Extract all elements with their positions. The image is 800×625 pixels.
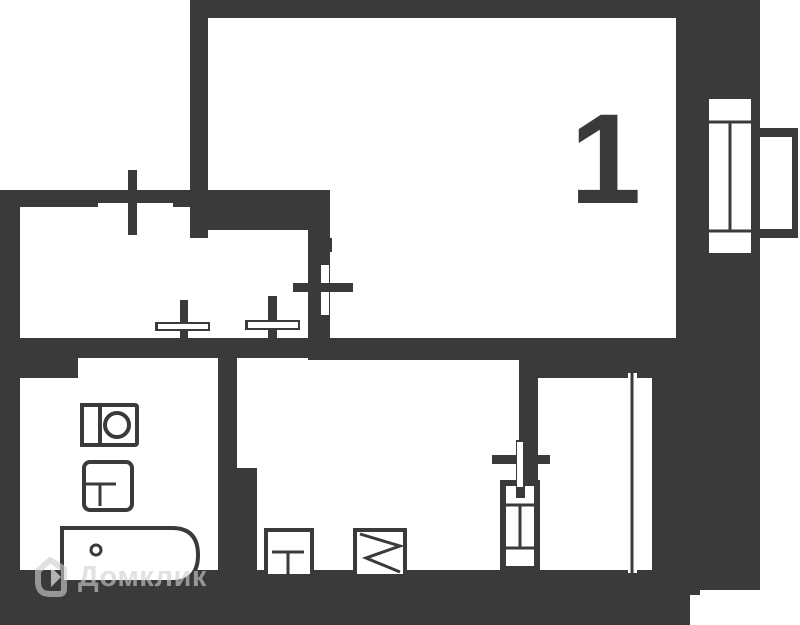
- stove-burner-symbol: [359, 532, 405, 574]
- wall-hallway-top-step2: [190, 190, 208, 238]
- door-kitchen: [245, 296, 300, 354]
- door-hallway-left: [98, 170, 173, 235]
- wall-livingroom-left: [190, 0, 208, 192]
- living-room-area-label: [408, 175, 500, 215]
- wall-bathroom-kitchen: [218, 350, 237, 587]
- toilet-bowl: [103, 411, 131, 439]
- kitchen-sink-fixture: [264, 528, 314, 578]
- wall-left-outer: [0, 190, 20, 625]
- door-kitchen-gap: [248, 322, 298, 328]
- wall-livingroom-step: [308, 238, 332, 252]
- hallway-interior-left: [18, 207, 190, 338]
- toilet-fixture: [80, 403, 139, 447]
- toilet-tank: [80, 403, 102, 447]
- wall-kitchen-nook: [237, 468, 257, 587]
- room-number-label: 1: [570, 88, 642, 231]
- balcony-outer-interior: [760, 137, 792, 229]
- wall-right-kitchen: [652, 358, 676, 590]
- door-openings: [98, 170, 550, 498]
- kitchen-fixtures: [264, 528, 407, 578]
- door-living-room: [293, 265, 353, 315]
- wall-right-outer: [676, 0, 700, 595]
- bathroom-sink-body: [82, 460, 134, 512]
- door-kitchen-balcony: [492, 440, 550, 498]
- bathtub-fixture: [60, 526, 201, 584]
- door-bathroom-gap: [158, 324, 208, 329]
- bathroom-sink-fixture: [82, 460, 134, 512]
- outside-area-topleft: [0, 0, 190, 190]
- stove-fixture: [353, 528, 407, 578]
- door-bathroom: [155, 300, 210, 355]
- bathtub-drain: [89, 543, 103, 557]
- wall-top-outer: [190, 0, 700, 18]
- bathtub-body: [60, 526, 201, 584]
- living-room-interior-lower: [330, 238, 695, 348]
- kitchen-area-label: [318, 448, 414, 492]
- bathroom-fixtures: [60, 403, 201, 584]
- door-kitchen-balcony-gap: [517, 442, 523, 487]
- wall-hallway-top-step: [190, 190, 330, 230]
- wall-livingroom-bottom: [308, 338, 678, 360]
- door-hallway-left-sill: [98, 196, 173, 203]
- door-living-room-swing: [293, 283, 353, 292]
- balcony: [700, 90, 798, 262]
